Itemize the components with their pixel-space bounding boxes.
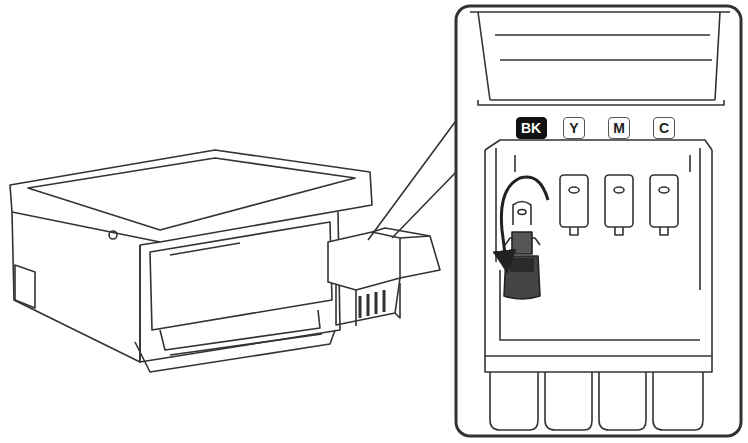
callout-frame (456, 6, 741, 436)
ink-bottle (504, 232, 540, 299)
color-label: C (653, 117, 675, 139)
label-text: BK (521, 121, 541, 135)
label-text: Y (569, 121, 578, 135)
color-label: Y (563, 117, 585, 139)
label-text: C (659, 121, 669, 135)
ink-tank-unit (328, 228, 440, 326)
color-label: M (608, 117, 630, 139)
tank-closeup (470, 12, 730, 430)
color-label-black: BK (516, 117, 547, 139)
label-text: M (613, 121, 625, 135)
callout-leader (368, 118, 458, 240)
insert-arrow (501, 177, 548, 262)
printer-body (10, 150, 372, 372)
